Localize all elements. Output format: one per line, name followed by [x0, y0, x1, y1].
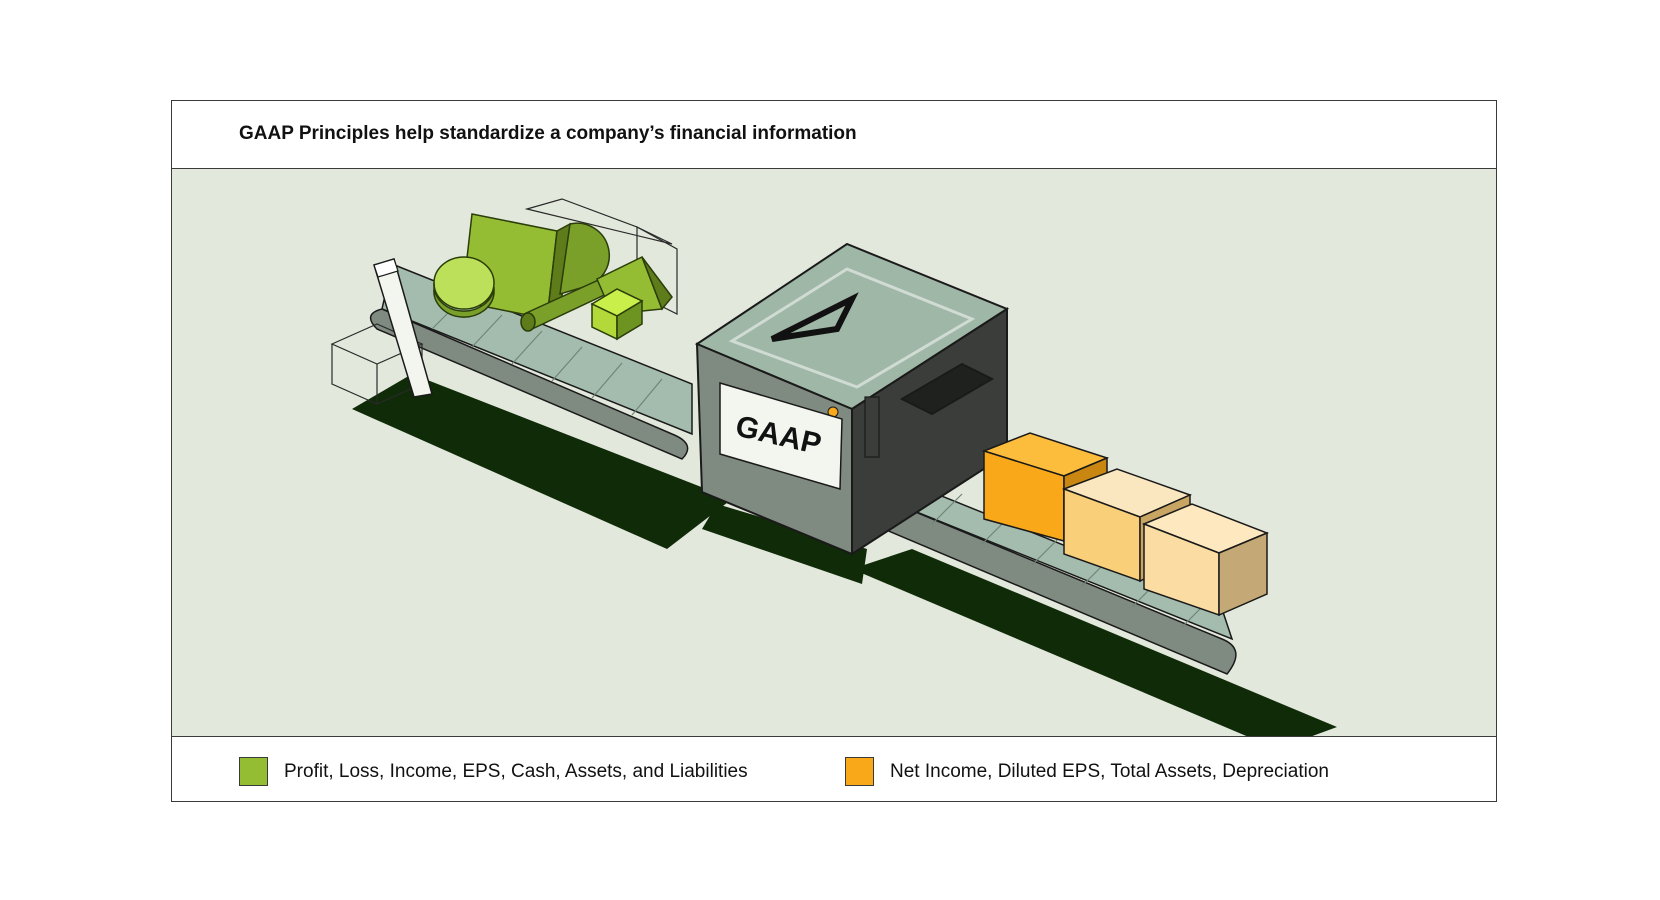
input-post-shape [373, 258, 433, 398]
right-conveyor-shadow [852, 549, 1337, 736]
illustration-area: GAAP [172, 169, 1496, 736]
legend-label-input: Profit, Loss, Income, EPS, Cash, Assets,… [284, 760, 748, 782]
gaap-conveyor-illustration: GAAP [330, 198, 1337, 736]
infographic-title: GAAP Principles help standardize a compa… [239, 123, 857, 144]
input-financial-shapes [433, 213, 673, 341]
legend-swatch-input [239, 757, 268, 786]
legend: Profit, Loss, Income, EPS, Cash, Assets,… [172, 736, 1496, 803]
gaap-label-plate: GAAP [719, 381, 843, 490]
infographic-frame: GAAP Principles help standardize a compa… [171, 100, 1497, 802]
legend-swatch-output [845, 757, 874, 786]
legend-item-output: Net Income, Diluted EPS, Total Assets, D… [845, 757, 1329, 786]
infographic-header: GAAP Principles help standardize a compa… [172, 101, 1496, 169]
legend-label-output: Net Income, Diluted EPS, Total Assets, D… [890, 760, 1329, 782]
legend-item-input: Profit, Loss, Income, EPS, Cash, Assets,… [239, 757, 748, 786]
machine-shadow [702, 504, 867, 584]
output-financial-boxes [981, 432, 1270, 617]
left-conveyor-shadow [352, 374, 732, 549]
